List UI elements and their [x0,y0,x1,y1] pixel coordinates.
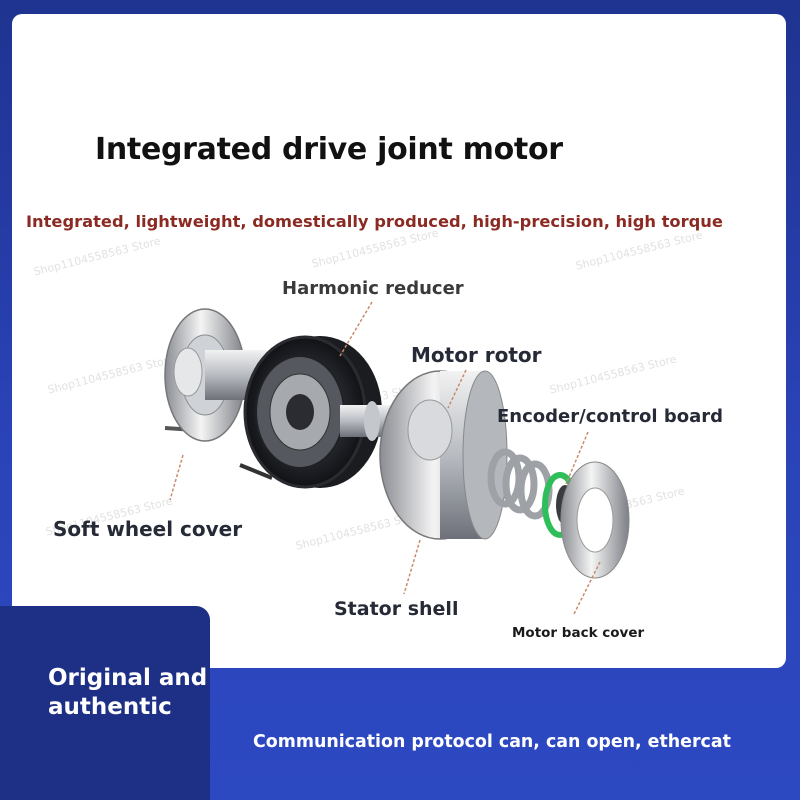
harmonic-reducer-part [239,335,382,489]
product-card [12,14,786,668]
leader-lines [169,301,601,615]
label-soft-wheel-cover: Soft wheel cover [53,517,243,541]
label-stator-shell: Stator shell [334,598,459,620]
communication-protocol-text: Communication protocol can, can open, et… [253,732,731,752]
label-motor-back-cover: Motor back cover [512,625,645,641]
page-subtitle: Integrated, lightweight, domestically pr… [26,212,723,231]
label-encoder-board: Encoder/control board [497,406,723,427]
authentic-badge-panel [0,606,210,800]
label-motor-rotor: Motor rotor [411,343,542,367]
soft-wheel-cover-part [164,308,289,442]
label-harmonic-reducer: Harmonic reducer [282,278,464,299]
motor-back-cover-part [560,461,630,579]
page-title: Integrated drive joint motor [95,132,563,167]
authentic-badge-text: Original and authentic [48,665,208,720]
stator-shell-part [379,370,508,540]
